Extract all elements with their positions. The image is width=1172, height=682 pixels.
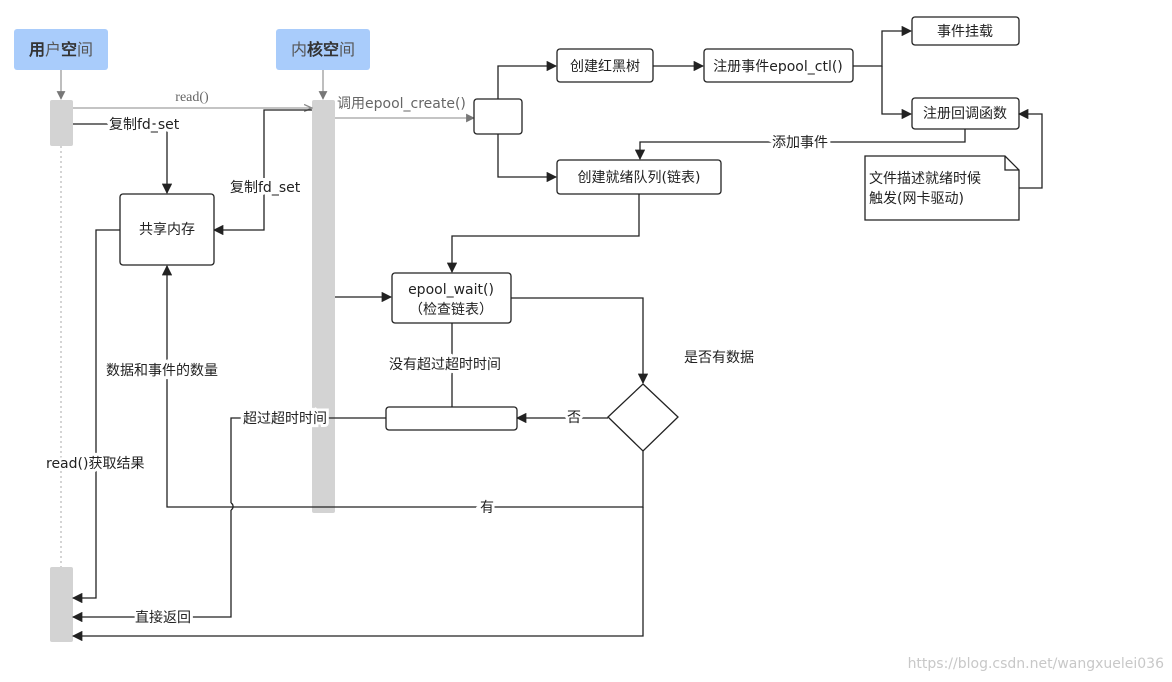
copy-fdset-line-user <box>73 123 173 195</box>
register-branch-callback <box>881 66 913 120</box>
yes-label: 有 <box>480 500 494 516</box>
note-to-callback <box>1017 108 1043 189</box>
read-result-label: read()获取结果 <box>46 456 144 472</box>
direct-return-label: 直接返回 <box>135 609 191 626</box>
svg-text:共享内存: 共享内存 <box>139 221 195 238</box>
fd-ready-note: 文件描述就绪时候 触发(网卡驱动) <box>864 155 1020 221</box>
register-callback-node: 注册回调函数 <box>911 97 1020 130</box>
read-result-arrow <box>71 229 120 604</box>
event-mount-node: 事件挂载 <box>911 16 1020 46</box>
svg-text:事件挂载: 事件挂载 <box>937 24 993 40</box>
svg-text:注册回调函数: 注册回调函数 <box>923 106 1007 122</box>
kernel-activation <box>312 100 335 513</box>
copy-fdset-line-kernel <box>212 109 312 236</box>
user-activation-top <box>50 100 73 146</box>
no-label: 否 <box>567 410 581 426</box>
create-branch-box <box>473 98 523 135</box>
data-event-count-label: 数据和事件的数量 <box>106 363 218 379</box>
add-event-arrow <box>634 129 966 161</box>
shared-memory-node: 共享内存 <box>119 193 215 266</box>
branch-to-readylist <box>497 134 558 183</box>
register-branch <box>853 25 913 67</box>
readylist-to-wait <box>446 194 640 274</box>
svg-text:创建就绪队列(链表): 创建就绪队列(链表) <box>578 170 701 186</box>
read-call-label: read() <box>175 90 209 105</box>
svg-text:创建红黑树: 创建红黑树 <box>570 59 640 75</box>
svg-text:内核空间: 内核空间 <box>291 40 355 59</box>
timeout-line <box>73 417 386 617</box>
wait-to-decision <box>511 297 649 385</box>
watermark: https://blog.csdn.net/wangxuelei036 <box>908 656 1165 672</box>
user-space-header: 用户空间 <box>14 29 108 70</box>
call-create-label: 调用epool_create() <box>337 96 466 112</box>
yes-return-to-user <box>71 507 644 642</box>
create-rbtree-node: 创建红黑树 <box>556 48 654 83</box>
branch-to-rbtree <box>497 60 558 99</box>
user-activation-bottom <box>50 567 73 642</box>
svg-text:触发(网卡驱动): 触发(网卡驱动) <box>869 191 964 207</box>
svg-text:epool_wait(): epool_wait() <box>408 282 494 298</box>
yes-to-shared-memory <box>161 264 644 508</box>
create-ready-list-node: 创建就绪队列(链表) <box>556 159 722 195</box>
svg-text:（检查链表）: （检查链表） <box>409 302 493 318</box>
svg-text:注册事件epool_ctl(): 注册事件epool_ctl() <box>713 59 843 75</box>
copy-fdset-label-user: 复制fd_set <box>109 116 180 133</box>
timeout-label: 超过超时时间 <box>243 411 327 427</box>
timeout-check-box <box>385 406 518 431</box>
kernel-space-header: 内核空间 <box>276 29 370 70</box>
add-event-label: 添加事件 <box>772 135 828 151</box>
copy-fdset-label-kernel: 复制fd_set <box>230 179 301 196</box>
not-timeout-label: 没有超过超时时间 <box>389 357 501 373</box>
svg-text:用户空间: 用户空间 <box>29 40 93 59</box>
epoll-wait-node: epool_wait() （检查链表） <box>391 272 512 324</box>
register-event-node: 注册事件epool_ctl() <box>703 48 854 83</box>
has-data-label: 是否有数据 <box>684 350 754 366</box>
has-data-decision <box>607 383 679 452</box>
svg-text:文件描述就绪时候: 文件描述就绪时候 <box>869 171 981 187</box>
